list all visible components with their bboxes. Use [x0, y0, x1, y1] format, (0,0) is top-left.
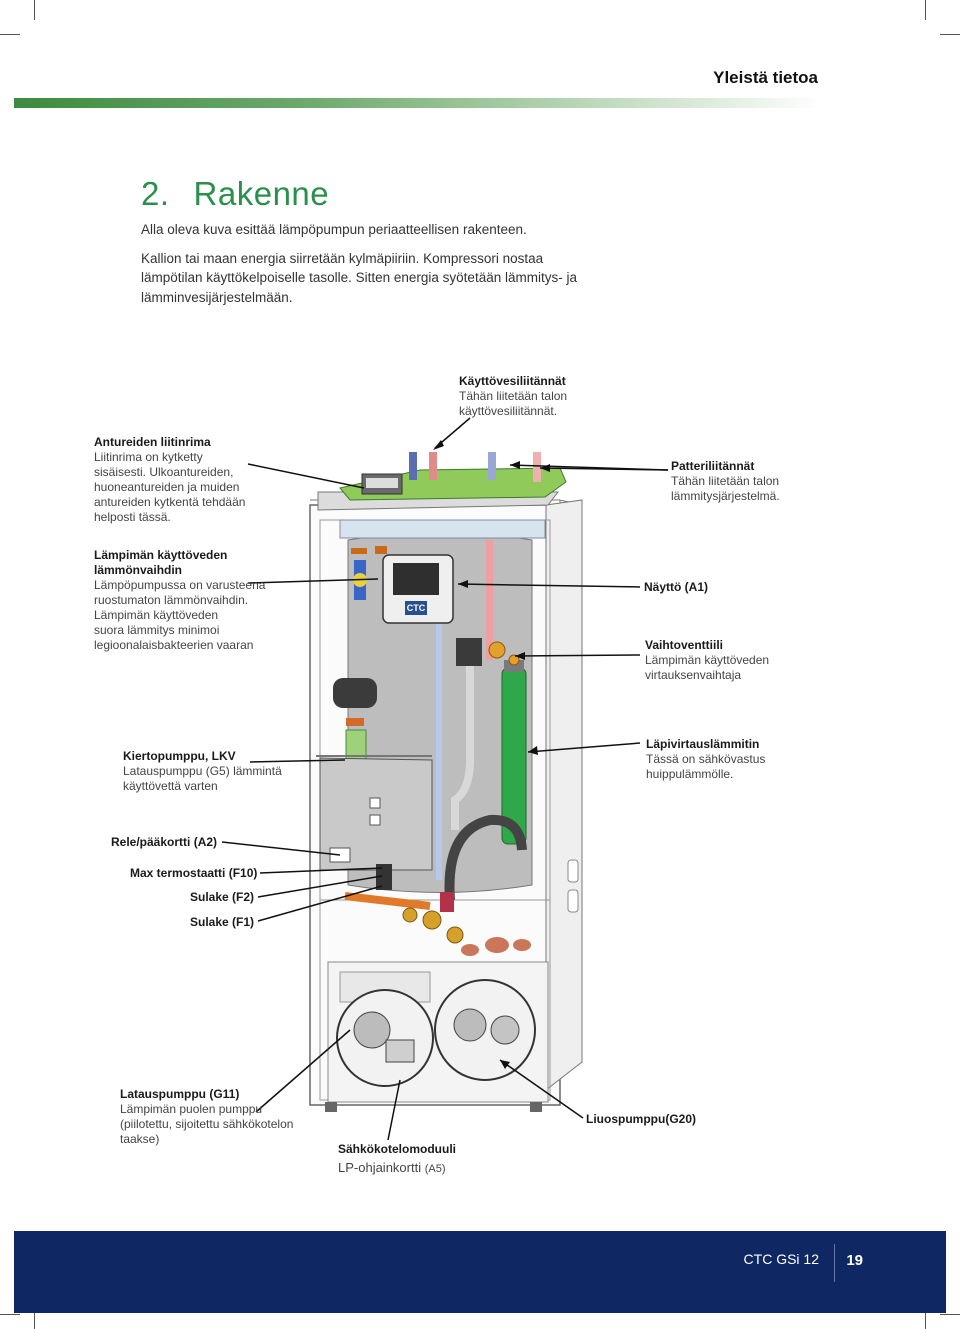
crop-mark [925, 0, 926, 20]
heading-title: Rakenne [193, 175, 330, 212]
label-lampiman-kayttoveden-lammonvaihdin: Lämpimän käyttöveden lämmönvaihdin Lämpö… [94, 548, 266, 652]
label-antureiden-liitinrima: Antureiden liitinrima Liitinrima on kytk… [94, 435, 246, 524]
label-max-termostaatti: Max termostaatti (F10) [130, 866, 258, 880]
display-unit [382, 554, 454, 624]
label-liuospumppu: Liuospumppu(G20) [586, 1112, 696, 1126]
crop-mark [0, 1314, 20, 1315]
crop-mark [940, 34, 960, 35]
section-title: Yleistä tietoa [713, 68, 818, 87]
crop-mark [940, 1314, 960, 1315]
label-rele-paakortti: Rele/pääkortti (A2) [111, 835, 218, 849]
label-sahkokotelomoduuli: Sähkökotelomoduuli LP-ohjainkortti (A5) [338, 1142, 457, 1175]
intro-line: lämminvesijärjestelmään. [141, 290, 293, 305]
crop-mark [34, 1309, 35, 1329]
crop-mark [34, 0, 35, 20]
label-kayttovesiliitannat: Käyttövesiliitännät Tähän liitetään talo… [459, 374, 568, 418]
page-number: 19 [846, 1252, 863, 1269]
label-latauspumppu: Latauspumppu (G11) Lämpimän puolen pumpp… [120, 1087, 294, 1146]
intro-line: Kallion tai maan energia siirretään kylm… [141, 251, 544, 266]
label-vaihtoventtiili: Vaihtoventtiili Lämpimän käyttöveden vir… [645, 638, 770, 682]
heading-number: 2. [141, 175, 170, 212]
footer-model: CTC GSi 12 [743, 1251, 819, 1267]
device-logo: CTC [406, 603, 426, 613]
footer-divider [834, 1244, 835, 1282]
terminal-strip [366, 478, 398, 488]
label-patteriliitannat: Patteriliitännät Tähän liitetään talon l… [671, 459, 780, 503]
intro-line: lämpötilan käyttökelpoiselle tasolle. Si… [141, 270, 577, 285]
header-gradient-bar [14, 98, 824, 108]
page-heading: 2. Rakenne [141, 175, 329, 213]
label-sulake-f2: Sulake (F2) [190, 890, 255, 904]
intro-line: Alla oleva kuva esittää lämpöpumpun peri… [141, 222, 527, 237]
footer-bar [14, 1231, 946, 1313]
label-lapivirtauslammitin: Läpivirtauslämmitin Tässä on sähkövastus… [646, 737, 766, 781]
crop-mark [0, 34, 20, 35]
crop-mark [925, 1309, 926, 1329]
label-sulake-f1: Sulake (F1) [190, 915, 255, 929]
label-kiertopumppu: Kiertopumppu, LKV Latauspumppu (G5) lämm… [123, 749, 282, 793]
label-naytto: Näyttö (A1) [644, 580, 709, 594]
